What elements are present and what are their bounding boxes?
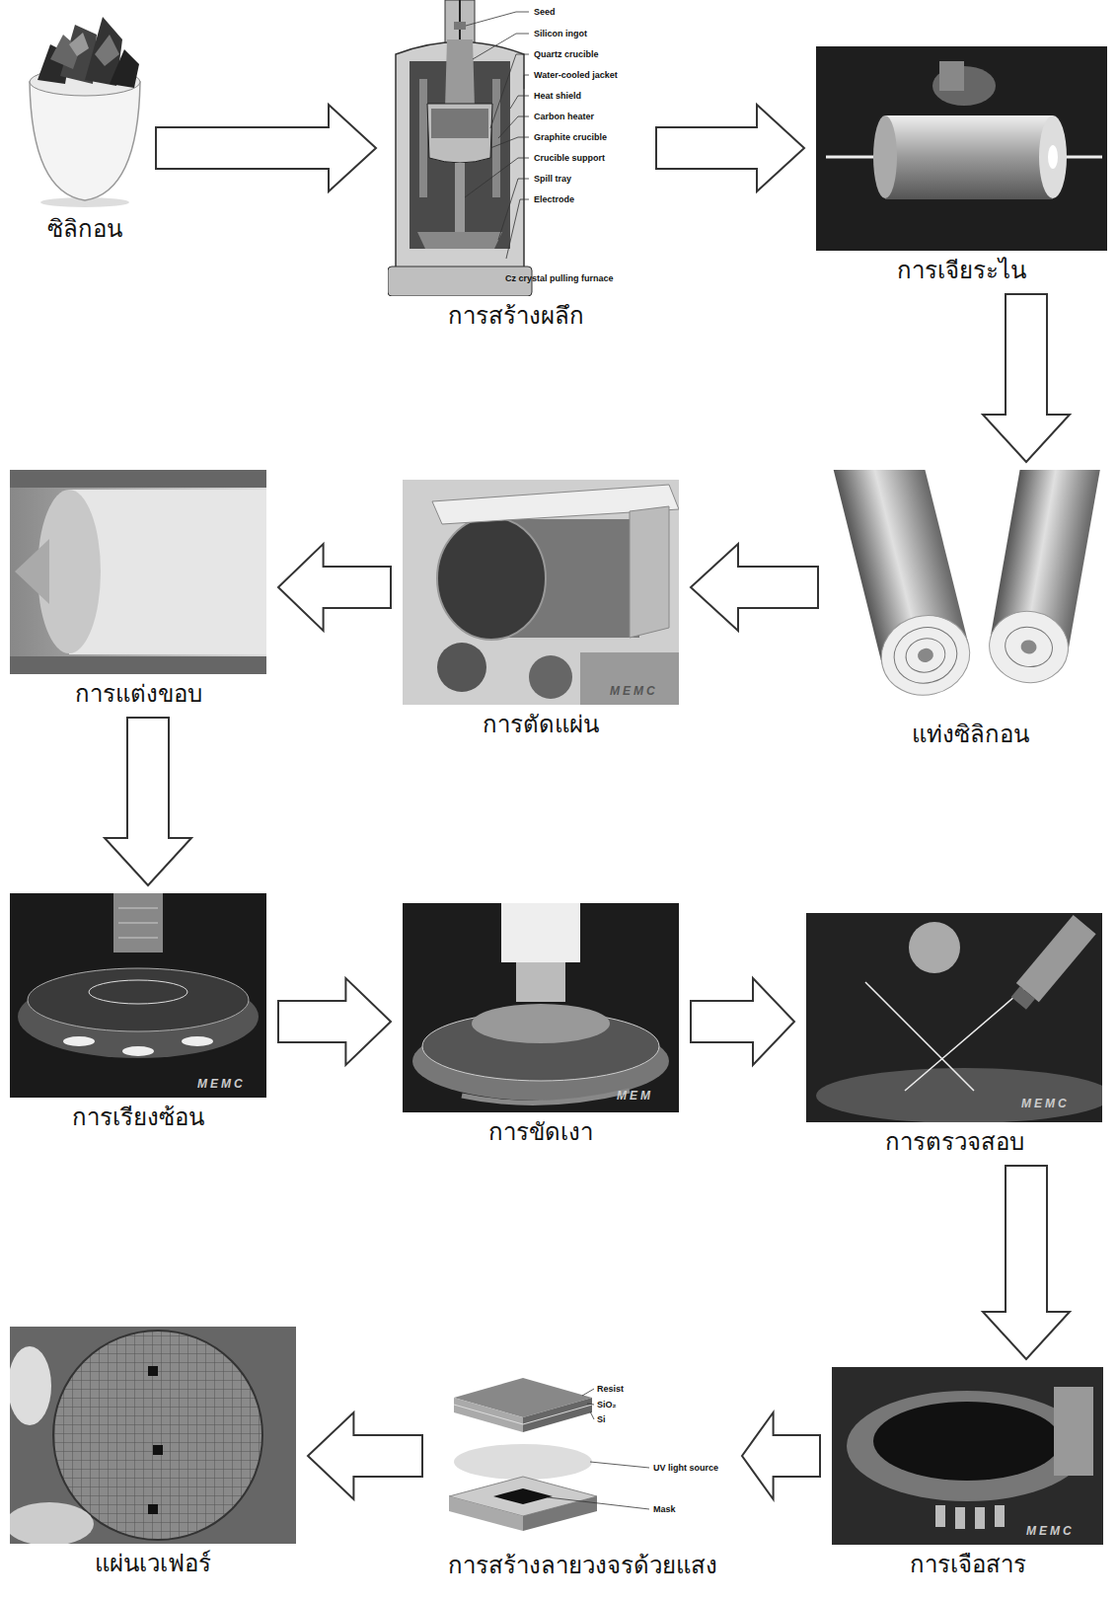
part-label: Crucible support <box>533 151 605 164</box>
step-caption: แผ่นเวเฟอร์ <box>5 1543 300 1579</box>
process-step: การตรวจสอบ <box>802 912 1107 1158</box>
watermark: MEMC <box>1026 1524 1075 1537</box>
step-illustration <box>816 46 1108 251</box>
step-caption: การเจือสาร <box>827 1544 1108 1580</box>
part-label: Silicon ingot <box>533 27 588 40</box>
process-step: การแต่งขอบ <box>5 469 271 710</box>
block-arrow <box>742 1412 820 1499</box>
part-label: Graphite crucible <box>533 131 607 144</box>
part-label: Electrode <box>533 193 575 206</box>
step-illustration <box>25 4 145 210</box>
part-label: Heat shield <box>533 89 582 102</box>
watermark: MEMC <box>197 1077 246 1090</box>
step-illustration <box>387 0 645 297</box>
step-caption: การสร้างผลึก <box>383 296 649 332</box>
part-label: Water-cooled jacket <box>533 69 618 81</box>
part-label: Seed <box>533 5 556 18</box>
step-illustration <box>9 893 267 1098</box>
watermark: MEM <box>616 1089 654 1102</box>
part-label: Carbon heater <box>533 110 595 123</box>
block-arrow <box>690 543 819 631</box>
step-caption: การสร้างลายวงจรด้วยแสง <box>430 1545 735 1581</box>
process-step: การเจือสาร <box>827 1366 1108 1580</box>
block-arrow <box>690 977 795 1065</box>
step-illustration <box>829 469 1111 715</box>
step-illustration <box>9 1326 297 1544</box>
block-arrow <box>656 104 805 192</box>
process-step: แผ่นเวเฟอร์ <box>5 1326 300 1579</box>
block-arrow <box>982 1165 1070 1359</box>
step-caption: การเจียระไน <box>812 250 1112 287</box>
part-label: Spill tray <box>533 172 572 185</box>
part-label: UV light source <box>653 1461 719 1474</box>
step-caption: แท่งซิลิกอน <box>825 714 1115 750</box>
step-caption: การเรียงซ้อน <box>5 1097 271 1133</box>
step-illustration <box>402 479 679 705</box>
process-step: การเรียงซ้อน <box>5 893 271 1133</box>
part-label: SiO₂ <box>596 1398 617 1411</box>
block-arrow <box>278 977 391 1065</box>
process-step: ซิลิกอน <box>21 4 149 245</box>
block-arrow <box>104 717 192 886</box>
process-step: การเจียระไน <box>812 46 1112 287</box>
block-arrow <box>307 1412 423 1499</box>
step-illustration <box>806 912 1103 1122</box>
step-illustration <box>434 1377 731 1546</box>
process-step: แท่งซิลิกอน <box>825 469 1115 750</box>
watermark: MEMC <box>1021 1097 1070 1110</box>
process-step: การขัดเงา <box>398 902 683 1148</box>
step-caption: การตัดแผ่น <box>398 704 683 741</box>
step-illustration <box>402 902 679 1113</box>
part-label: Cz crystal pulling furnace <box>505 272 614 285</box>
step-caption: การแต่งขอบ <box>5 673 271 710</box>
part-label: Si <box>596 1413 606 1425</box>
step-caption: การขัดเงา <box>398 1112 683 1148</box>
step-illustration <box>9 469 267 674</box>
part-label: Mask <box>653 1502 676 1515</box>
part-label: Resist <box>596 1382 624 1395</box>
block-arrow <box>278 543 391 631</box>
step-illustration <box>831 1366 1104 1545</box>
watermark: MEMC <box>609 684 659 697</box>
process-step: การสร้างลายวงจรด้วยแสง <box>430 1377 735 1581</box>
part-label: Quartz crucible <box>533 48 599 61</box>
block-arrow <box>155 104 376 192</box>
process-step: การตัดแผ่น <box>398 479 683 741</box>
step-caption: การตรวจสอบ <box>802 1121 1107 1158</box>
step-caption: ซิลิกอน <box>21 209 149 245</box>
block-arrow <box>982 294 1070 462</box>
